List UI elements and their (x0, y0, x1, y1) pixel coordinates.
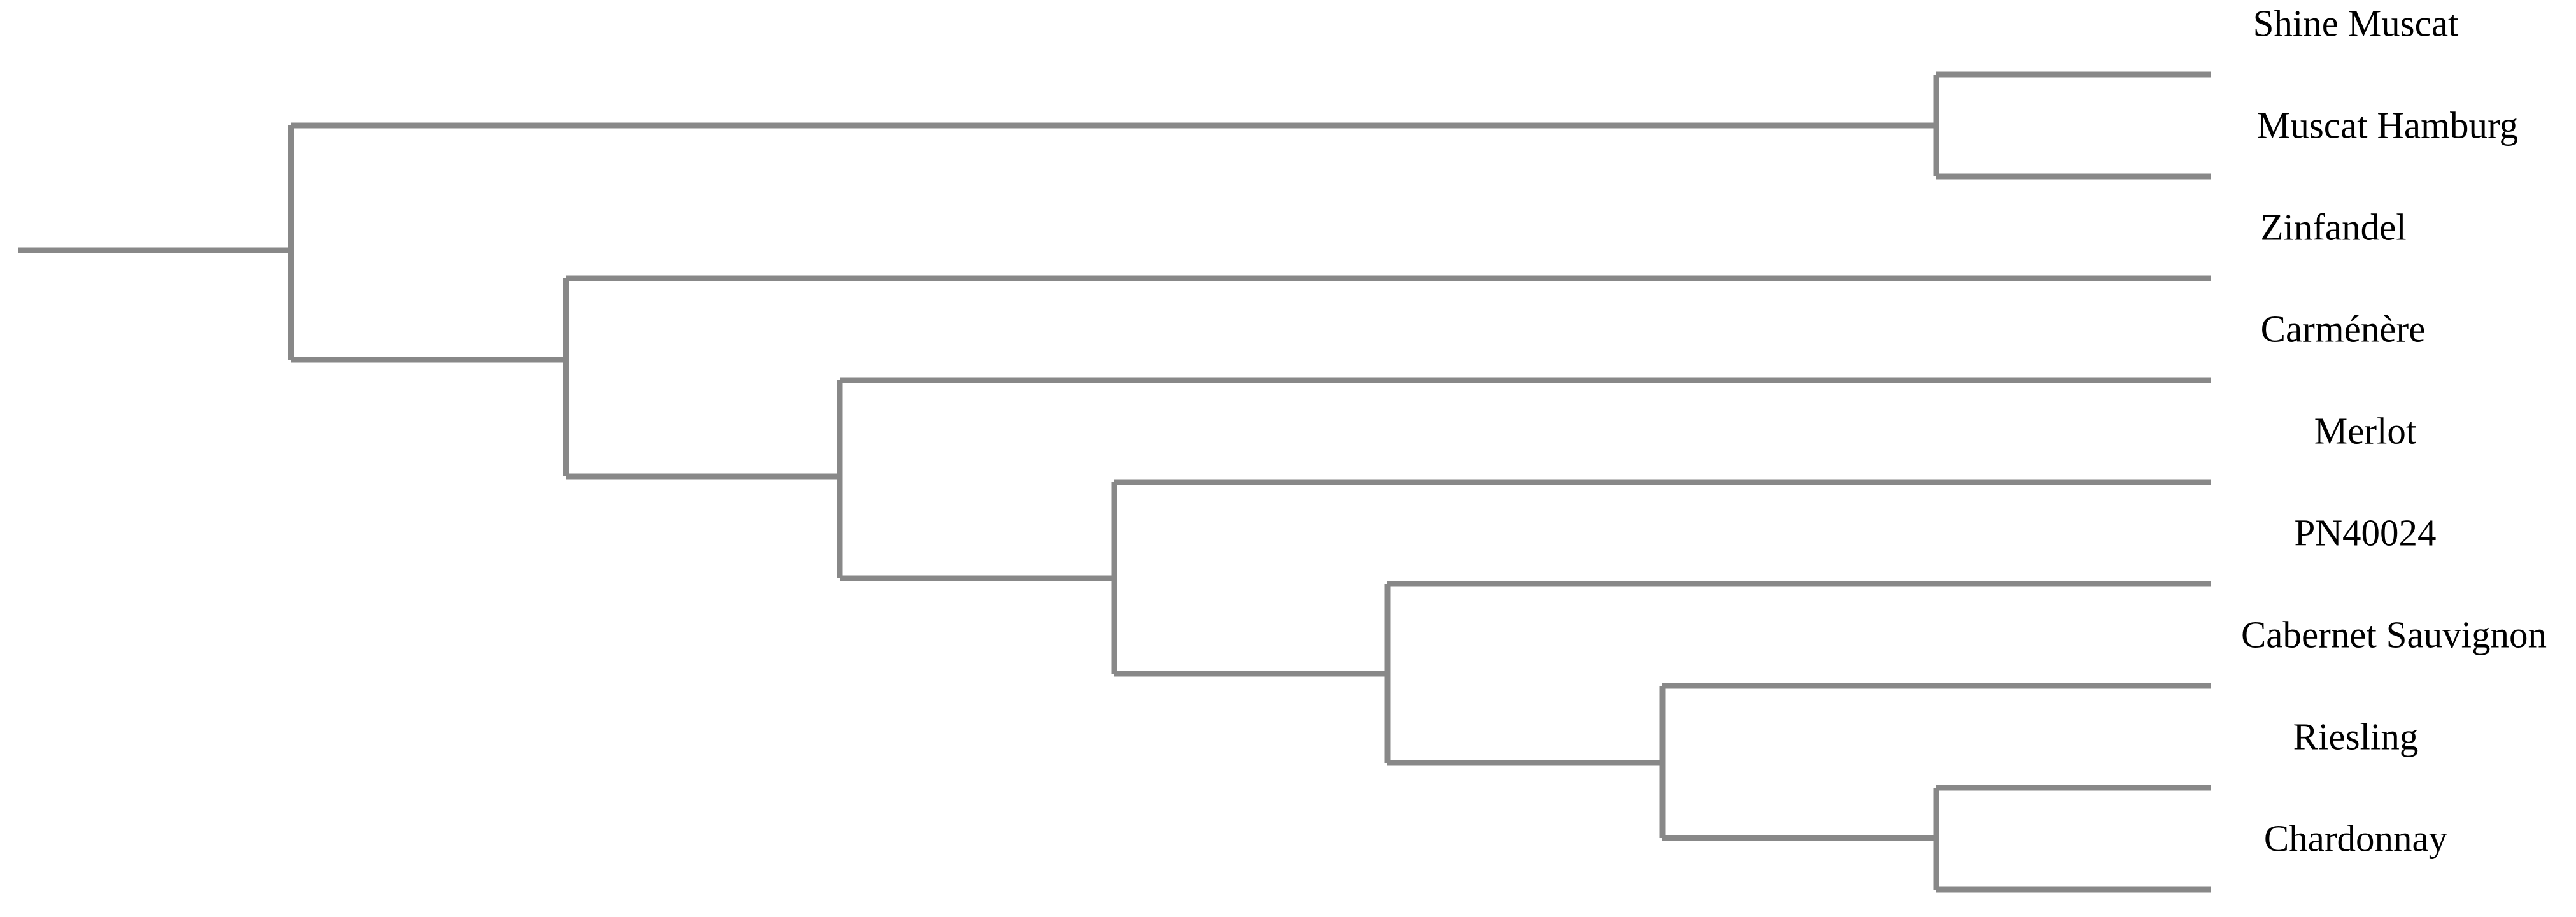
tip-label-shine_muscat: Shine Muscat (2253, 2, 2459, 45)
branch-lines-group (18, 71, 2211, 893)
tip-label-pn40024: PN40024 (2294, 511, 2437, 554)
tip-label-muscat_hamburg: Muscat Hamburg (2256, 104, 2519, 146)
tip-label-chardonnay: Chardonnay (2263, 817, 2448, 860)
tip-label-riesling: Riesling (2293, 715, 2419, 758)
tip-label-merlot: Merlot (2314, 409, 2417, 452)
tip-label-cabernet_sauvignon: Cabernet Sauvignon (2240, 613, 2547, 656)
tip-label-carmenere: Carménère (2260, 308, 2426, 350)
tip-label-zinfandel: Zinfandel (2260, 206, 2407, 248)
